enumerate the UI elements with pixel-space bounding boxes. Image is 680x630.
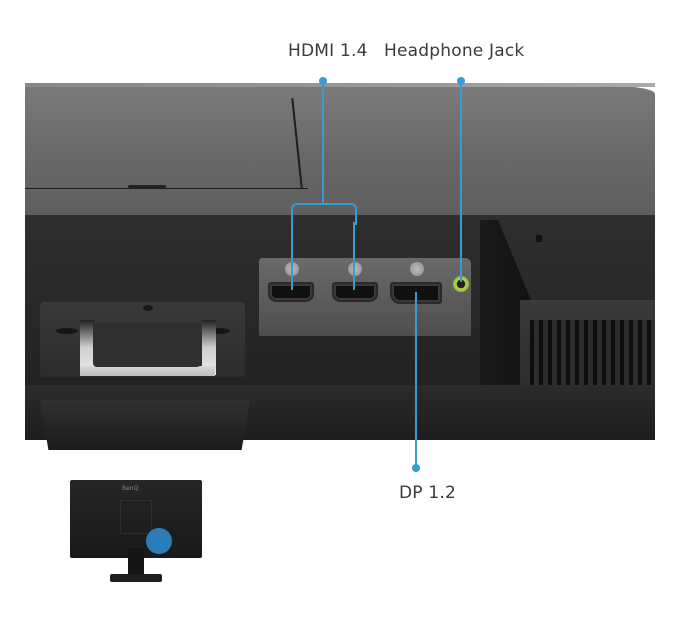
callout-label-hdmi: HDMI 1.4 bbox=[288, 41, 368, 61]
callout-bracket bbox=[291, 203, 357, 225]
screw-hole bbox=[56, 328, 78, 334]
callout-line bbox=[322, 80, 324, 204]
callout-dot bbox=[412, 464, 420, 472]
vents bbox=[530, 320, 655, 385]
stand-foot bbox=[40, 400, 250, 450]
thumbnail-vesa bbox=[120, 500, 152, 534]
hdmi-port-2 bbox=[332, 282, 378, 302]
thumbnail-foot bbox=[110, 574, 162, 582]
hinge-left bbox=[80, 320, 94, 375]
hinge-bar bbox=[80, 366, 215, 376]
callout-label-headphone: Headphone Jack bbox=[384, 41, 525, 61]
panel-seam bbox=[25, 188, 308, 189]
thumbnail-highlight bbox=[146, 528, 172, 554]
thumbnail-logo: BenQ bbox=[122, 485, 139, 492]
callout-line bbox=[460, 80, 462, 282]
headphone-jack bbox=[453, 276, 469, 292]
callout-line bbox=[291, 222, 293, 290]
panel-slot bbox=[128, 185, 166, 188]
screw-hole bbox=[143, 305, 153, 311]
thumbnail-screen bbox=[70, 480, 202, 558]
screw-hole bbox=[208, 328, 230, 334]
stand-inner bbox=[93, 322, 201, 367]
screw-icon bbox=[410, 262, 424, 276]
callout-line bbox=[415, 292, 417, 467]
callout-label-dp: DP 1.2 bbox=[399, 483, 456, 503]
hinge-right bbox=[202, 320, 216, 375]
screw-icon bbox=[348, 262, 362, 276]
callout-line bbox=[353, 222, 355, 290]
lock-slot-icon bbox=[536, 235, 542, 242]
monitor-back-panel bbox=[25, 83, 655, 221]
thumbnail-neck bbox=[128, 548, 144, 576]
